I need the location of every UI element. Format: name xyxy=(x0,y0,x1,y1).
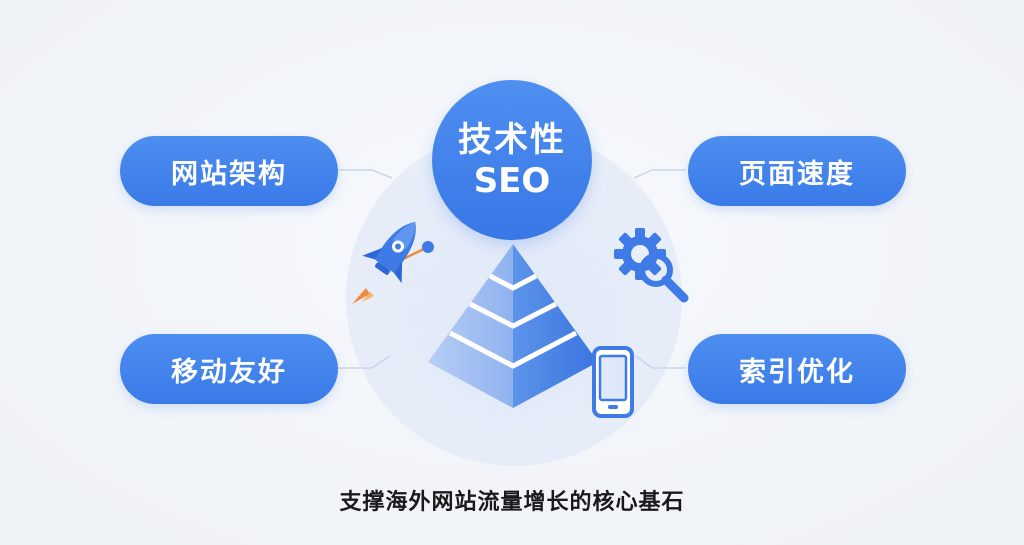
pillar-indexing-optimization: 索引优化 xyxy=(688,334,906,404)
connector-bottom-left xyxy=(338,355,391,369)
pyramid-icon xyxy=(428,244,598,408)
gear-search-icon xyxy=(614,228,689,303)
connector-top-left xyxy=(338,169,393,179)
mobile-phone-icon xyxy=(592,346,634,418)
pillar-label: 页面速度 xyxy=(739,158,855,190)
pillar-mobile-friendly: 移动友好 xyxy=(120,334,338,404)
diagram-caption: 支撑海外网站流量增长的核心基石 xyxy=(339,490,685,515)
connector-bottom-right xyxy=(635,355,686,369)
rocket-icon xyxy=(352,221,434,304)
pillar-label: 索引优化 xyxy=(739,356,855,388)
badge-title: 技术性 xyxy=(458,120,566,160)
pillar-label: 网站架构 xyxy=(171,158,287,190)
badge-subtitle: SEO xyxy=(473,161,551,201)
connector-top-right xyxy=(633,169,686,179)
center-badge: 技术性 SEO xyxy=(432,80,592,240)
pillar-page-speed: 页面速度 xyxy=(688,136,906,206)
pillar-site-architecture: 网站架构 xyxy=(120,136,338,206)
pillar-label: 移动友好 xyxy=(171,356,287,388)
